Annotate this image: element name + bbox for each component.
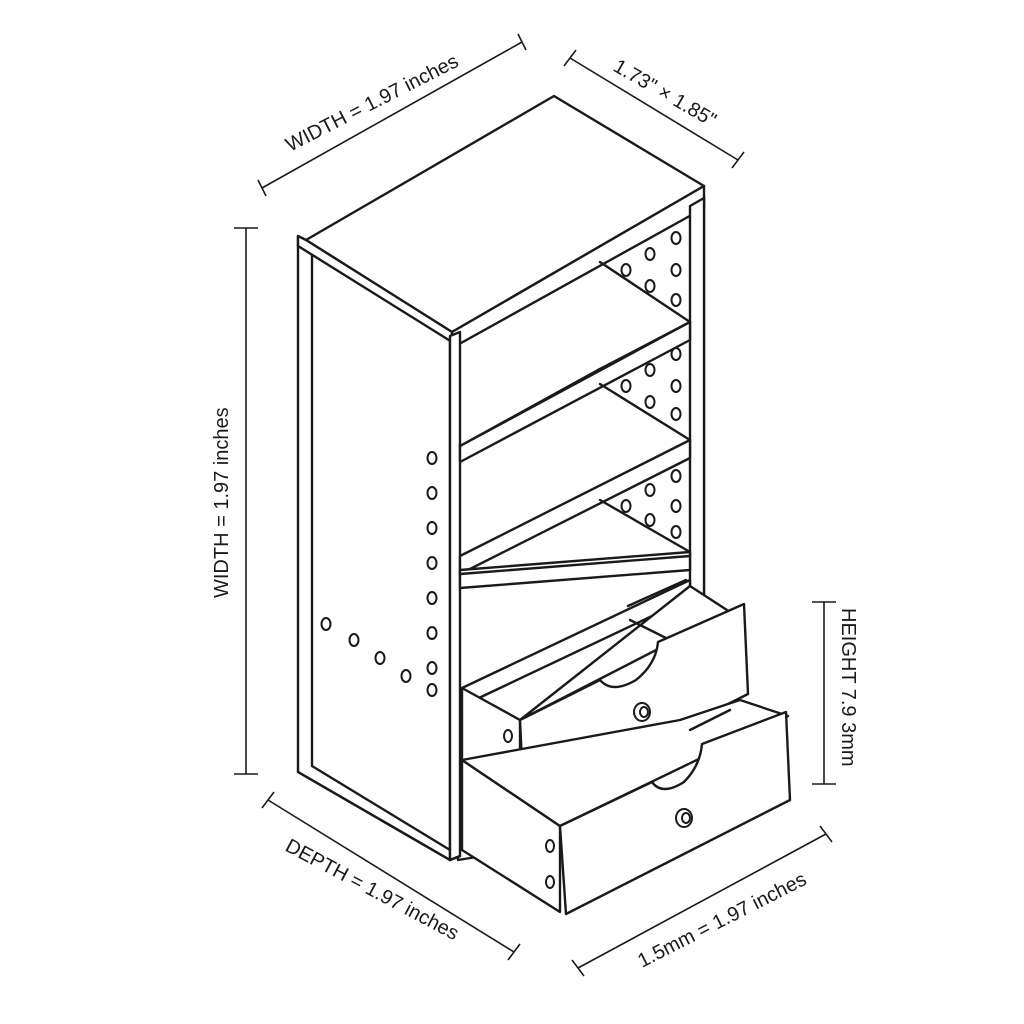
back-peg-holes: [620, 231, 682, 539]
base-outline: [296, 770, 462, 862]
shelf-2: [458, 382, 692, 576]
dim-label-left-height: WIDTH = 1.97 inches: [211, 407, 233, 598]
upper-drawer-inner: [518, 584, 732, 722]
shelf-3b: [458, 498, 692, 576]
dim-label-top-width: WIDTH = 1.97 inches: [282, 50, 462, 156]
front-post: [448, 330, 462, 862]
dimension-right-height: HEIGHT 7.9 3mm: [812, 601, 859, 785]
lower-drawer-front: [558, 710, 792, 916]
dim-label-bottom-right: 1.5mm = 1.97 inches: [634, 868, 810, 972]
right-upright: [688, 196, 706, 606]
lower-drawer[interactable]: [460, 698, 792, 916]
dim-label-top-right: 1.73" × 1.85": [610, 55, 720, 131]
side-peg-holes: [320, 451, 438, 697]
shelf-1: [458, 260, 692, 464]
dim-label-right-height: HEIGHT 7.9 3mm: [837, 608, 859, 767]
dimension-left-height: WIDTH = 1.97 inches: [211, 227, 258, 775]
left-side-panel-front: [310, 252, 452, 852]
lower-drawer-top: [460, 698, 790, 828]
